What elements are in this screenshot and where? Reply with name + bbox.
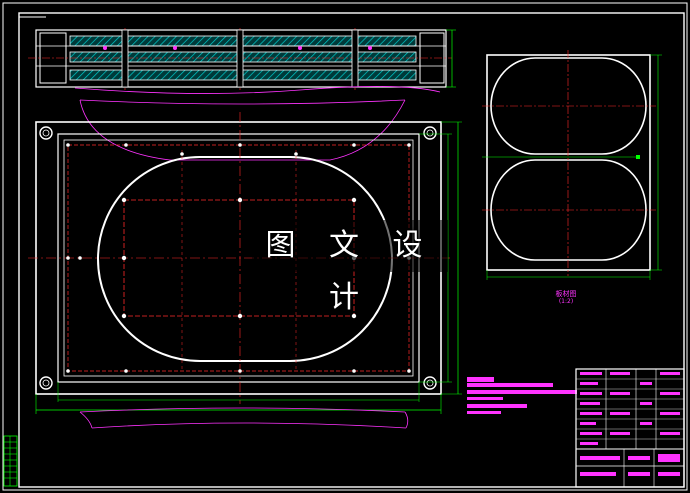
- section-view: [28, 28, 456, 94]
- technical-notes: [467, 377, 577, 414]
- inner-frame: [18, 12, 685, 488]
- revision-strip: [3, 435, 18, 487]
- title-block: [575, 368, 685, 488]
- detail-view-scale: (1:2): [558, 298, 574, 305]
- detail-view-drawing: [482, 50, 662, 280]
- detail-view-title: 板材图: [555, 290, 577, 298]
- watermark-text: 图 文 设 计: [252, 220, 448, 315]
